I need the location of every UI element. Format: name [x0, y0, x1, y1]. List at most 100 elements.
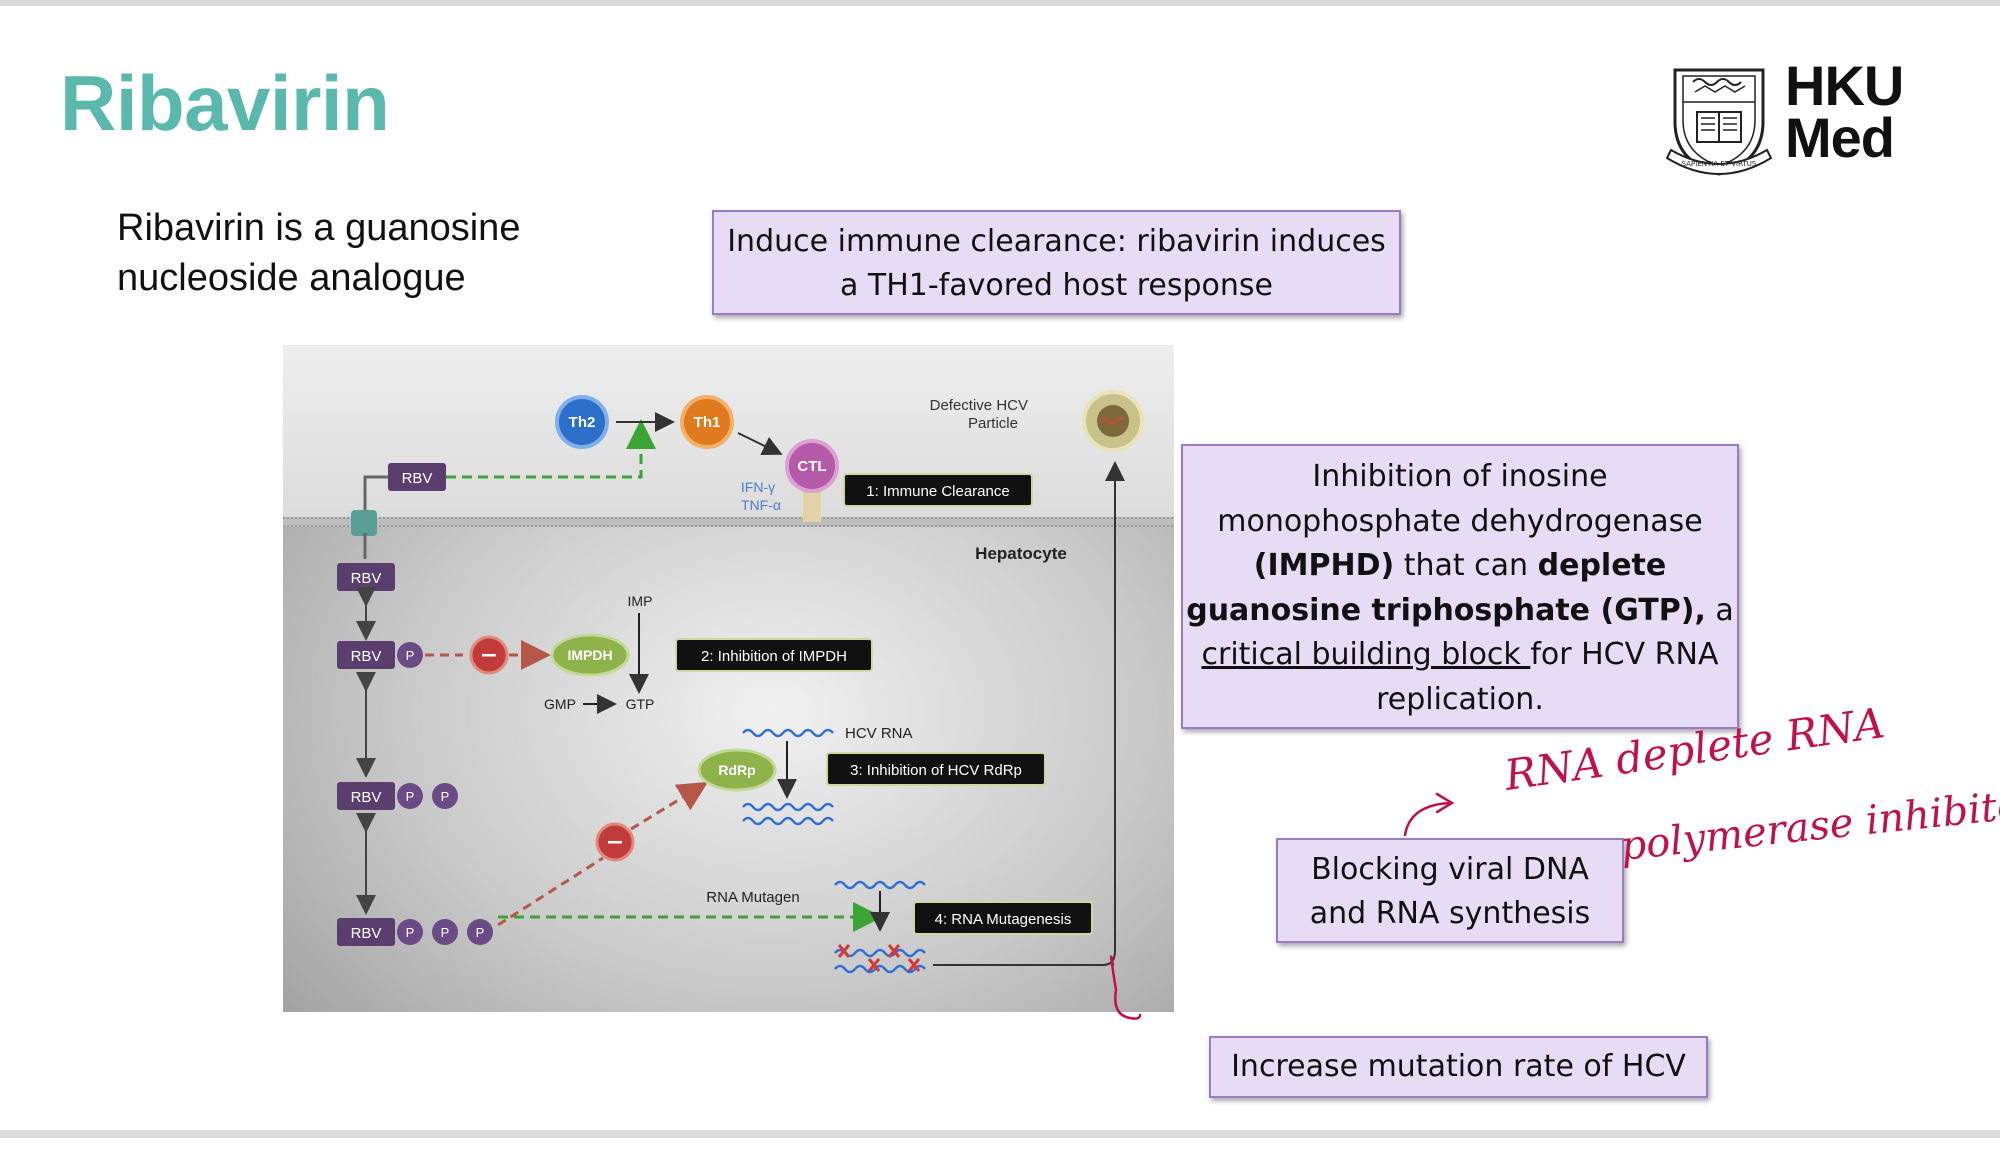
subtitle-line-2: nucleoside analogue [117, 257, 466, 299]
ctl-cell [785, 439, 839, 493]
callout-impdh-line-3: (IMPHD) that can deplete [1183, 544, 1737, 589]
phosphate-tp-3-label: P [476, 925, 485, 940]
rbv-mp-label: RBV [351, 648, 382, 665]
seal-motto: SAPIENTIA ET VIRTUS [1682, 160, 1757, 168]
step-4-label: 4: RNA Mutagenesis [935, 911, 1072, 928]
impdh-for-hcv: for HCV RNA [1530, 637, 1719, 672]
hcv-rna-copy-1 [742, 802, 834, 812]
ink-arrowhead [1435, 792, 1455, 814]
callout-impdh-line-1: Inhibition of inosine [1312, 459, 1608, 494]
rbv-intracellular-label: RBV [351, 570, 382, 587]
callout-mutation-rate: Increase mutation rate of HCV [1209, 1036, 1708, 1098]
inhibit-impdh-icon [469, 635, 509, 675]
defective-hcv-core [1097, 405, 1129, 437]
inhibit-rdrp-icon [595, 822, 635, 862]
phosphate-dp-2 [432, 783, 458, 809]
inhibit-impdh-minus: − [480, 643, 498, 668]
callout-impdh-line-4: guanosine triphosphate (GTP), a [1183, 589, 1737, 634]
th2-label: Th2 [569, 414, 596, 431]
impdh-deplete: deplete [1537, 548, 1667, 583]
phosphate-tp-2 [432, 919, 458, 945]
step-1-box [843, 473, 1033, 507]
callout-impdh-inhibition: Inhibition of inosine monophosphate dehy… [1181, 444, 1739, 729]
phosphate-tp-2-label: P [441, 925, 450, 940]
impdh-label: IMPDH [567, 647, 612, 663]
impdh-gtp: guanosine triphosphate (GTP), [1186, 592, 1706, 628]
ifn-gamma-label: IFN-γ [741, 479, 775, 495]
impdh-critical-block: critical building block [1201, 637, 1531, 672]
phosphate-dp-1-label: P [406, 789, 415, 804]
rdrp-enzyme [697, 748, 777, 792]
rbv-mp [337, 641, 395, 669]
callout-blocking-line-2: and RNA synthesis [1309, 896, 1591, 931]
th1-to-ctl-arrow [737, 432, 783, 455]
callout-immune-clearance: Induce immune clearance: ribavirin induc… [712, 210, 1401, 315]
logo-text-med: Med [1785, 106, 1895, 169]
transporter-channel [351, 510, 377, 536]
callout-mutation-text: Increase mutation rate of HCV [1231, 1049, 1686, 1084]
gmp-label: GMP [544, 696, 576, 712]
th2-cell [555, 395, 609, 449]
callout-blocking-synthesis: Blocking viral DNA and RNA synthesis [1276, 838, 1624, 943]
step-3-box [826, 752, 1046, 786]
callout-impdh-line-2: monophosphate dehydrogenase [1217, 503, 1703, 539]
ctl-label: CTL [797, 458, 826, 475]
phosphate-1 [397, 642, 423, 668]
rbv-tp-label: RBV [351, 925, 382, 942]
phosphate-tp-1-label: P [406, 925, 415, 940]
step-2-label: 2: Inhibition of IMPDH [701, 648, 847, 665]
defective-hcv-label-2: Particle [968, 415, 1018, 432]
mutagen-rna-strand [834, 880, 926, 890]
step-3-label: 3: Inhibition of HCV RdRp [850, 762, 1022, 779]
top-border [0, 0, 2000, 6]
callout-impdh-line-5: critical building block for HCV RNA [1183, 633, 1737, 678]
university-seal-icon [1665, 68, 1773, 176]
rbvtp-to-rdrp-inhibitor [497, 856, 604, 927]
hcv-rna-strand [742, 728, 834, 738]
tnf-alpha-label: TNF-α [741, 497, 781, 513]
rbv-intracellular [337, 563, 395, 591]
gtp-label: GTP [626, 696, 655, 712]
impdh-abbrev: (IMPHD) [1253, 548, 1395, 583]
hcv-rna-copy-2 [742, 816, 834, 826]
hku-med-logo: SAPIENTIA ET VIRTUS [1665, 68, 1773, 176]
callout-impdh-line-6: replication. [1376, 681, 1544, 717]
impdh-article: a [1705, 592, 1734, 628]
phosphate-tp-3 [467, 919, 493, 945]
impdh-enzyme [550, 633, 630, 677]
bottom-border [0, 1130, 2000, 1138]
phosphate-tp-1 [397, 919, 423, 945]
callout-blocking-line-1: Blocking viral DNA [1311, 852, 1589, 887]
rbv-extracellular [388, 463, 446, 491]
step-1-label: 1: Immune Clearance [866, 483, 1009, 500]
rna-mutagen-label: RNA Mutagen [706, 889, 799, 906]
ink-curve-arrow [1403, 801, 1452, 837]
phosphate-dp-2-label: P [441, 789, 450, 804]
mutation-cross-icon [837, 944, 921, 972]
slide-subtitle: Ribavirin is a guanosine nucleoside anal… [117, 203, 520, 303]
defective-hcv-label-1: Defective HCV [930, 397, 1028, 414]
hcv-rna-label: HCV RNA [845, 725, 913, 742]
rbv-to-th1-dashed-arrow [446, 419, 656, 479]
th1-cell [680, 395, 734, 449]
ribavirin-mechanism-diagram: RBV Th2 Th1 CTL IFN-γ TNF-α 1: Immune Cl… [283, 345, 1174, 1012]
subtitle-line-1: Ribavirin is a guanosine [117, 207, 521, 249]
rbv-extracellular-label: RBV [402, 470, 433, 487]
callout-immune-line-1: Induce immune clearance: ribavirin induc… [727, 224, 1386, 259]
phosphate-dp-1 [397, 783, 423, 809]
step-2-box [675, 638, 873, 672]
rdrp-label: RdRp [718, 762, 755, 778]
th1-label: Th1 [694, 414, 721, 431]
callout-immune-line-2: a TH1-favored host response [839, 268, 1274, 303]
phosphate-1-label: P [406, 648, 415, 663]
rbv-dp [337, 782, 395, 810]
impdh-connector: that can [1394, 548, 1538, 583]
step-4-box [913, 901, 1093, 935]
logo-text: HKU Med [1785, 58, 1904, 169]
slide-title: Ribavirin [60, 59, 390, 147]
imp-label: IMP [628, 593, 653, 609]
hepatocyte-label: Hepatocyte [975, 544, 1067, 563]
cell-membrane [283, 517, 1174, 527]
inhibit-rdrp-minus: − [606, 830, 624, 855]
rbv-dp-label: RBV [351, 789, 382, 806]
